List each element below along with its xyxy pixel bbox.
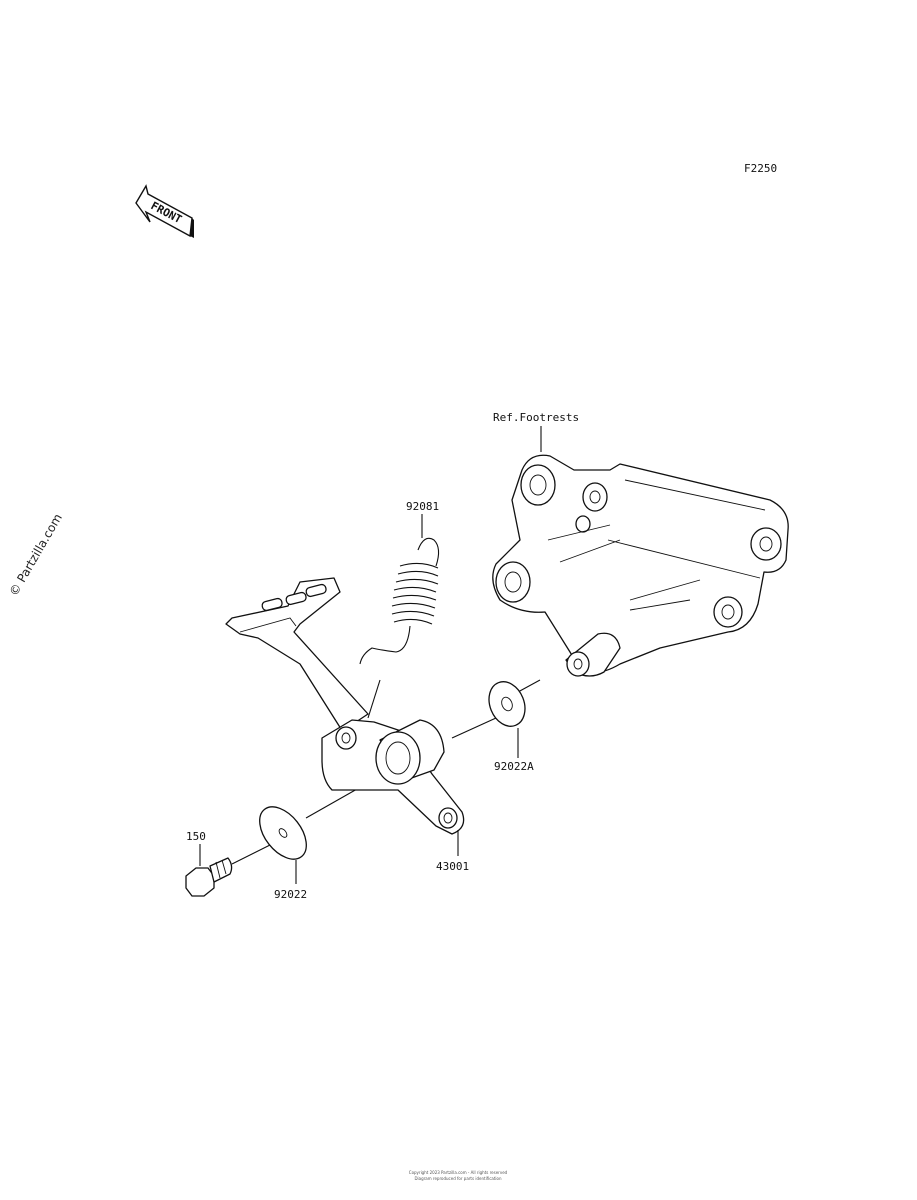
axis-line-middle [451,717,497,739]
label-43001: 43001 [436,860,469,873]
ref-footrests-label: Ref.Footrests [493,411,579,424]
watermark: © Partzilla.com [6,511,64,598]
axis-line-upper [517,679,541,693]
label-92022a: 92022A [494,760,534,773]
front-arrow-icon: FRONT [135,184,194,238]
washer-92022-part [259,806,307,860]
washer-92022a-part [488,681,526,727]
copyright-line-2: Diagram reproduced for parts identificat… [414,1176,502,1181]
leader-92081-lower [367,679,381,719]
brake-pedal-part [225,577,465,835]
bolt-part [185,857,233,897]
label-150: 150 [186,830,206,843]
footrest-bracket [492,454,789,677]
spring-part [359,537,440,665]
label-92081: 92081 [406,500,439,513]
copyright-line-1: Copyright 2023 Partzilla.com - All right… [409,1170,508,1175]
diagram-code: F2250 [744,162,777,175]
label-92022: 92022 [274,888,307,901]
